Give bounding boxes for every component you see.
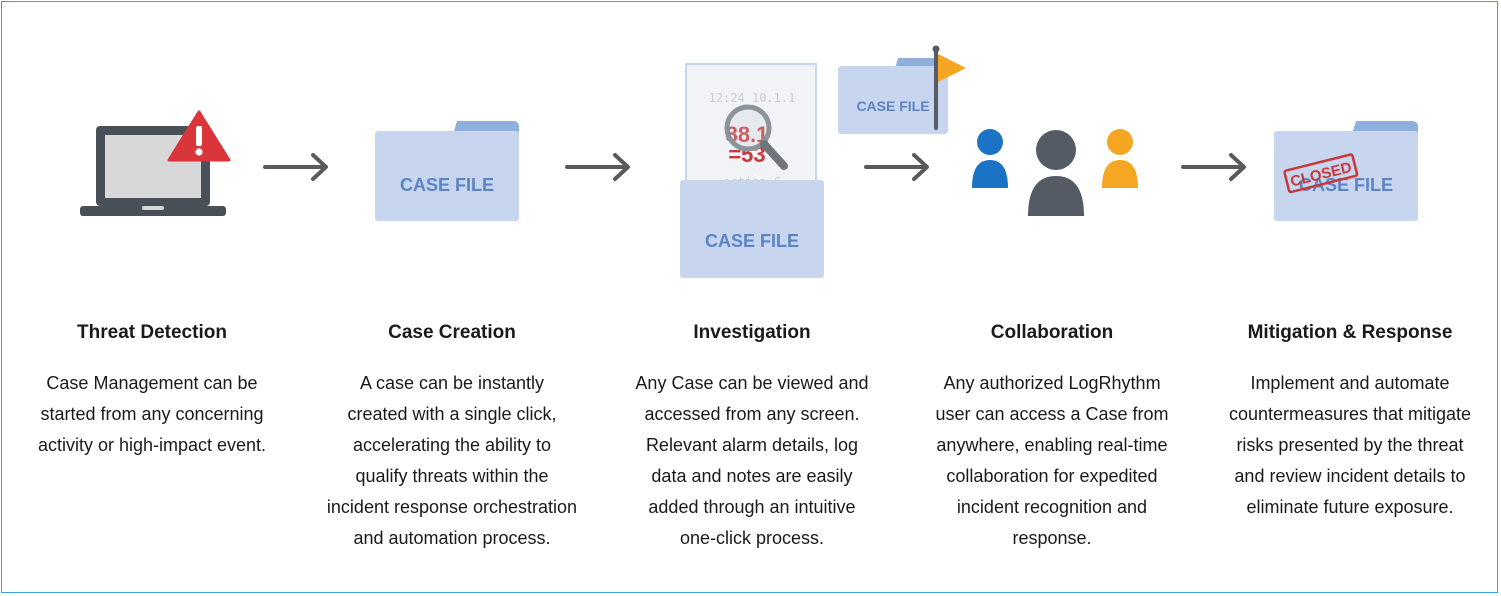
flag-icon <box>932 45 966 130</box>
folder-label: CASE FILE <box>1299 175 1393 195</box>
folder-label: CASE FILE <box>400 175 494 195</box>
step-description: A case can be instantly created with a s… <box>326 373 578 548</box>
people-icon <box>972 129 1138 216</box>
folder-label: CASE FILE <box>856 98 929 114</box>
step-description: Case Management can be started from any … <box>37 373 267 455</box>
step-threat-detection: Threat Detection Case Management can be … <box>2 2 302 592</box>
step-case-creation: Case Creation A case can be instantly cr… <box>302 2 602 592</box>
closed-stamp-icon: CLOSED <box>1283 153 1359 194</box>
step-description: Any authorized LogRhythm user can access… <box>935 373 1169 548</box>
right-arrow-icon <box>565 153 630 181</box>
step-title: Collaboration <box>990 322 1114 343</box>
right-arrow-icon <box>864 153 929 181</box>
step-collaboration: Collaboration Any authorized LogRhythm u… <box>902 2 1202 592</box>
log-document-icon: 12:24 10.1.1 88.1 =53 ection C CASE FILE <box>680 63 824 278</box>
right-arrow-icon <box>263 153 328 181</box>
doc-line-1: 12:24 10.1.1 <box>709 91 796 105</box>
step-mitigation-response: Mitigation & Response Implement and auto… <box>1202 2 1498 592</box>
step-title: Mitigation & Response <box>1247 322 1453 343</box>
folder-label: CASE FILE <box>705 231 799 251</box>
step-title: Case Creation <box>388 322 516 343</box>
step-title: Investigation <box>693 322 811 343</box>
step-title: Threat Detection <box>77 322 227 343</box>
magnifier-icon <box>724 104 788 170</box>
case-folder-icon: CASE FILE <box>1274 121 1418 221</box>
warning-triangle-icon <box>167 110 231 162</box>
case-folder-icon: CASE FILE <box>375 121 519 221</box>
step-description: Implement and automate countermeasures t… <box>1228 373 1472 517</box>
right-arrow-icon <box>1181 153 1246 181</box>
step-investigation: Investigation Any Case can be viewed and… <box>602 2 902 592</box>
step-description: Any Case can be viewed and accessed from… <box>635 373 869 548</box>
